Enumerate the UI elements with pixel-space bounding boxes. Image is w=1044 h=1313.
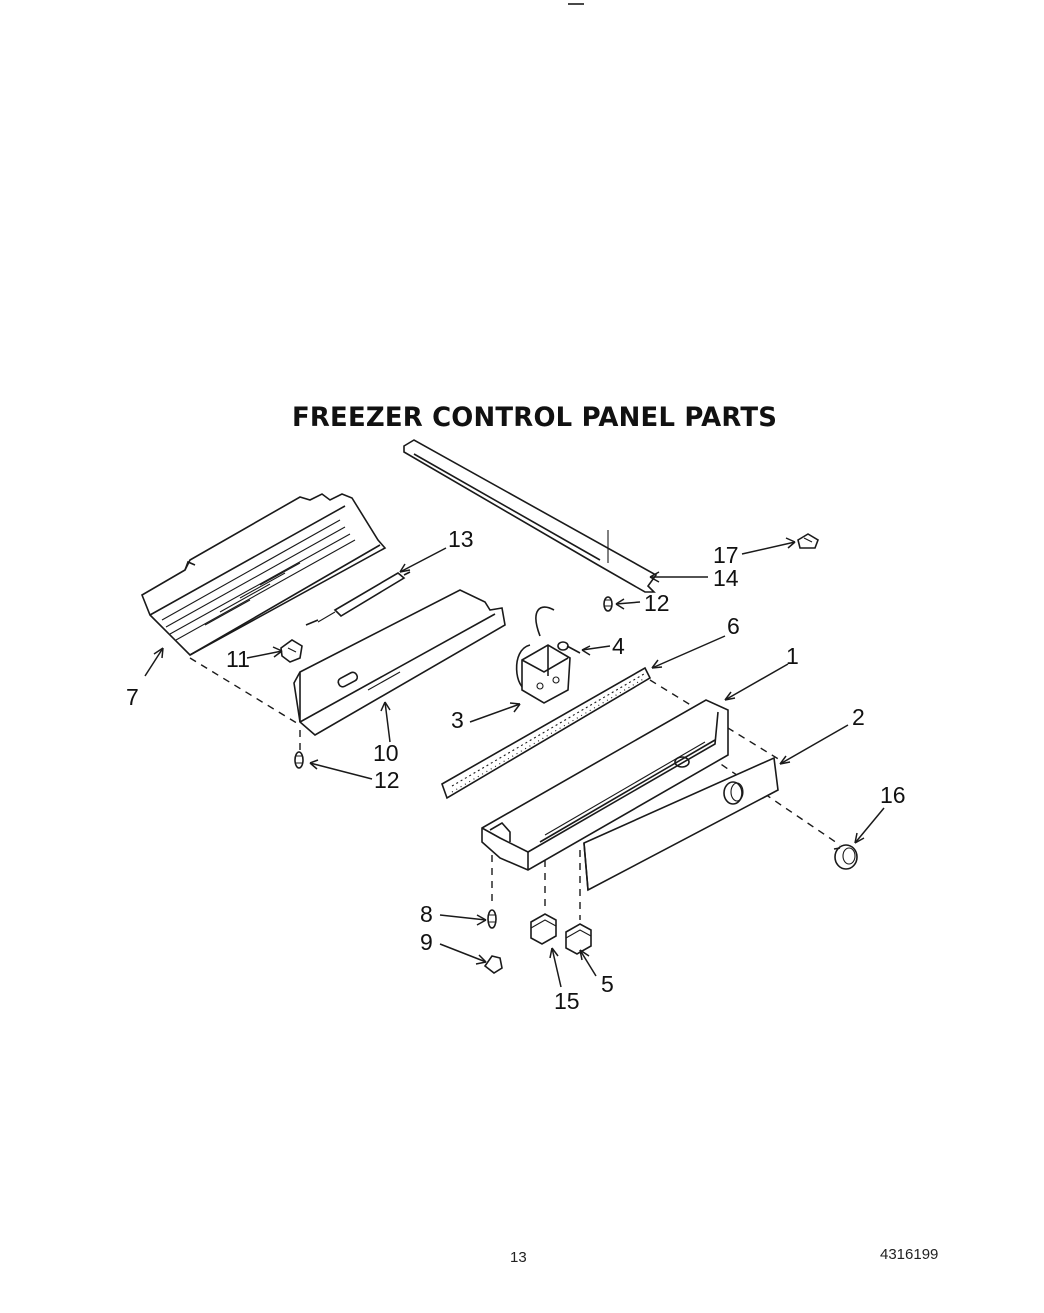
- assembly-line-7-10: [189, 657, 301, 726]
- part-5-switch: [565, 923, 592, 955]
- document-number: 4316199: [880, 1246, 939, 1263]
- callout-8: 8: [420, 901, 433, 927]
- part-2-face-plate: [583, 756, 779, 892]
- callout-2: 2: [852, 704, 865, 730]
- callout-6: 6: [727, 613, 740, 639]
- part-3-control-thermostat: [515, 606, 571, 704]
- callout-7: 7: [126, 684, 139, 710]
- callout-11: 11: [226, 646, 250, 672]
- page-number: 13: [510, 1249, 527, 1266]
- part-12-screw-upper: [603, 596, 613, 612]
- callout-12-upper: 12: [644, 590, 670, 616]
- part-11-clip: [280, 639, 303, 663]
- part-1-control-housing: [481, 699, 729, 871]
- part-17-clip: [797, 533, 819, 549]
- callout-1: 1: [786, 643, 799, 669]
- part-9-nut: [483, 955, 503, 974]
- callout-5: 5: [601, 971, 614, 997]
- callout-labels: 1 2 3 4 5 6 7 8 9 10 11 12 12 13 14 15 1…: [126, 526, 906, 1014]
- part-12-screw-lower: [294, 751, 304, 769]
- part-7-duct-cover: [141, 493, 387, 656]
- leader-arrows: [144, 537, 885, 988]
- diagram-title: FREEZER CONTROL PANEL PARTS: [292, 402, 778, 433]
- part-15-switch: [530, 913, 557, 945]
- callout-10: 10: [373, 740, 399, 766]
- callout-16: 16: [880, 782, 906, 808]
- part-10-bracket: [293, 589, 506, 736]
- callout-17: 17: [713, 542, 739, 568]
- callout-15: 15: [554, 988, 580, 1014]
- assembly-line-16: [699, 749, 841, 846]
- part-14-mounting-rail: [403, 439, 658, 593]
- part-16-knob: [833, 844, 858, 870]
- part-13-sensor-tube: [305, 571, 411, 626]
- callout-3: 3: [451, 707, 464, 733]
- part-8-screw: [487, 909, 497, 929]
- callout-12-lower: 12: [374, 767, 400, 793]
- part-6-foam-strip: [441, 666, 652, 800]
- part-4-screw: [557, 641, 581, 654]
- callout-13: 13: [448, 526, 474, 552]
- callout-4: 4: [612, 633, 625, 659]
- callout-14: 14: [713, 565, 739, 591]
- callout-9: 9: [420, 929, 433, 955]
